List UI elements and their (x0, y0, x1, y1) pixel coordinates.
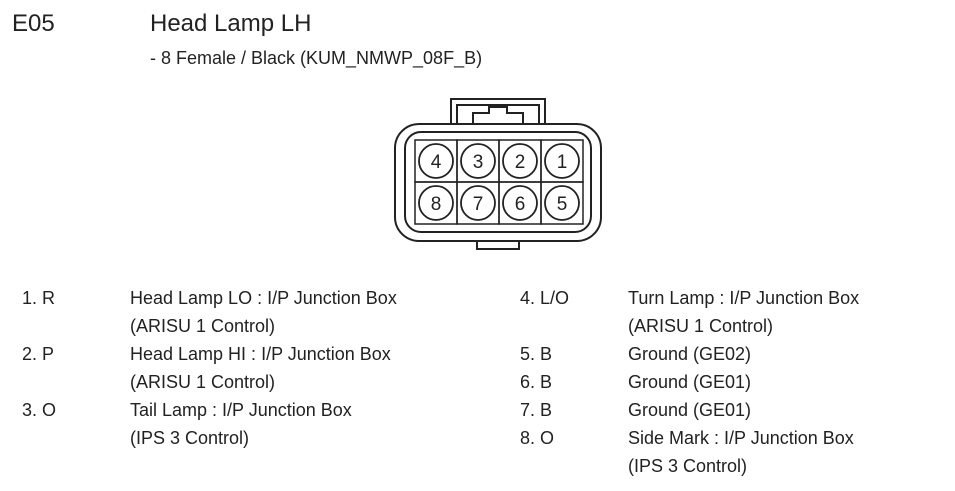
pin-circle (502, 143, 538, 179)
connector-latch-notch (472, 106, 524, 124)
connector-latch (450, 98, 546, 124)
pin-description: Tail Lamp : I/P Junction Box (130, 400, 352, 420)
pin-id: 8. O (520, 428, 555, 448)
pin-description: (ARISU 1 Control) (628, 316, 774, 336)
pin-description: Ground (GE01) (628, 400, 752, 420)
pin-circle (544, 143, 580, 179)
pin-description: (ARISU 1 Control) (130, 372, 276, 392)
pin-id: 5. B (520, 344, 553, 364)
pin-description: Ground (GE02) (628, 344, 752, 364)
pin-circle (418, 185, 454, 221)
connector-code: E05 (12, 10, 55, 37)
pin-id: 2. P (22, 344, 55, 364)
pin-description: (ARISU 1 Control) (130, 316, 276, 336)
pin-cell (540, 181, 584, 225)
connector-title: Head Lamp LH (150, 10, 312, 37)
pin-description: Head Lamp LO : I/P Junction Box (130, 288, 397, 308)
pin-id: 1. R (22, 288, 56, 308)
pin-number-label: 6 (515, 194, 526, 215)
connector-bottom-key (476, 240, 520, 250)
pin-circle (502, 185, 538, 221)
connector-diagram: 4 3 2 1 8 7 6 5 (394, 98, 602, 250)
pin-number-label: 2 (515, 152, 526, 173)
pin-id: 4. L/O (520, 288, 570, 308)
pin-number-label: 1 (557, 152, 568, 173)
pin-description: Side Mark : I/P Junction Box (628, 428, 854, 448)
pin-id: 6. B (520, 372, 553, 392)
pin-circle (460, 185, 496, 221)
pin-description: (IPS 3 Control) (130, 428, 250, 448)
pin-circle (460, 143, 496, 179)
pin-description: Turn Lamp : I/P Junction Box (628, 288, 860, 308)
pin-id: 3. O (22, 400, 57, 420)
pin-number-label: 4 (431, 152, 442, 173)
pin-number-label: 7 (473, 194, 484, 215)
connector-housing-inner (404, 131, 592, 233)
connector-latch-inner (456, 104, 540, 124)
connector-subtitle: - 8 Female / Black (KUM_NMWP_08F_B) (150, 48, 483, 68)
pin-number-label: 3 (473, 152, 484, 173)
pin-cells: 4 3 2 1 8 7 6 5 (414, 139, 584, 225)
pin-description: Ground (GE01) (628, 372, 752, 392)
pin-circle (418, 143, 454, 179)
pin-description: Head Lamp HI : I/P Junction Box (130, 344, 391, 364)
pin-number-label: 8 (431, 194, 442, 215)
pin-description: (IPS 3 Control) (628, 456, 748, 476)
pin-number-label: 5 (557, 194, 568, 215)
pin-id: 7. B (520, 400, 553, 420)
pin-circle (544, 185, 580, 221)
